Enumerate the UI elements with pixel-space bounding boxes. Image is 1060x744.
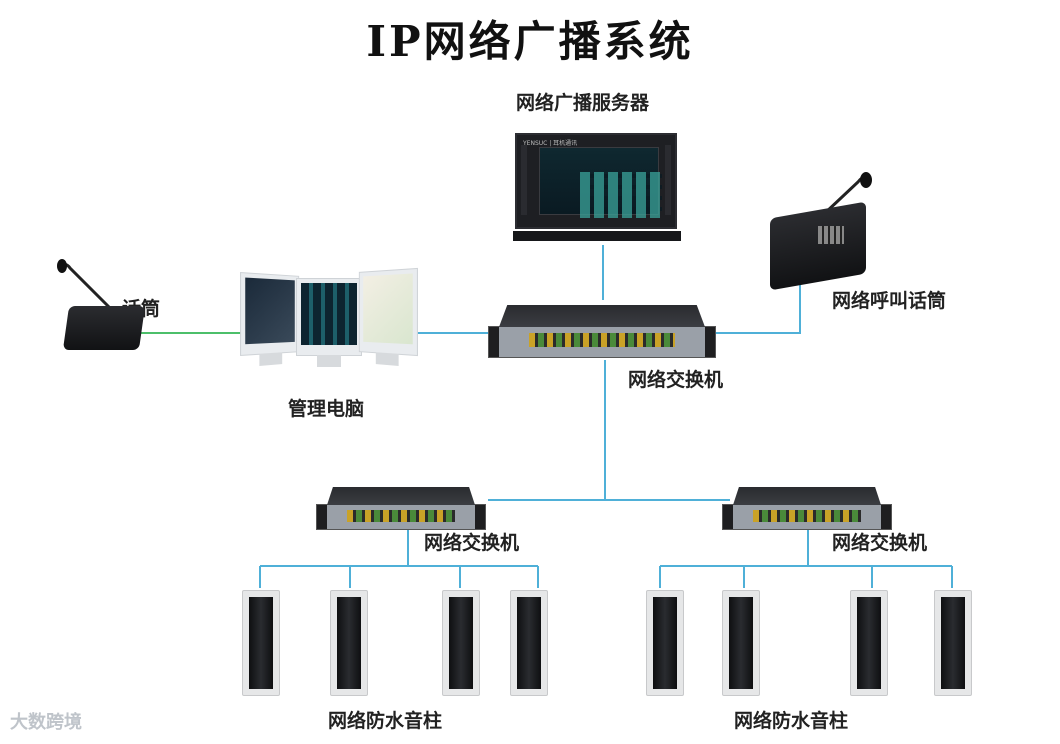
watermark: 大数跨境	[10, 712, 82, 733]
speaker-icon	[850, 590, 888, 696]
speakers-left-label: 网络防水音柱	[328, 710, 443, 732]
speaker-icon	[646, 590, 684, 696]
speakers-right-label: 网络防水音柱	[734, 710, 849, 732]
speaker-icon	[722, 590, 760, 696]
management-pc-icon	[240, 267, 418, 367]
speaker-icon	[442, 590, 480, 696]
call-mic-label: 网络呼叫话筒	[832, 290, 947, 312]
speaker-icon	[934, 590, 972, 696]
left-switch-label: 网络交换机	[424, 532, 520, 554]
pc-label: 管理电脑	[288, 398, 365, 420]
call-microphone-icon	[766, 170, 872, 291]
speaker-icon	[510, 590, 548, 696]
link-switch-callmic	[716, 285, 801, 334]
main-switch-label: 网络交换机	[628, 369, 724, 391]
right-switch-label: 网络交换机	[832, 532, 928, 554]
server-brand: YENSUC | 耳机通讯	[523, 140, 578, 147]
speaker-icon	[330, 590, 368, 696]
speaker-icon	[242, 590, 280, 696]
diagram-title: IP网络广播系统	[366, 17, 694, 66]
main-switch-icon	[488, 305, 716, 358]
broadcast-server-icon: YENSUC | 耳机通讯	[513, 133, 681, 241]
right-switch-icon	[722, 487, 892, 530]
server-label: 网络广播服务器	[516, 92, 650, 114]
desk-microphone-icon	[52, 258, 147, 358]
left-switch-icon	[316, 487, 486, 530]
